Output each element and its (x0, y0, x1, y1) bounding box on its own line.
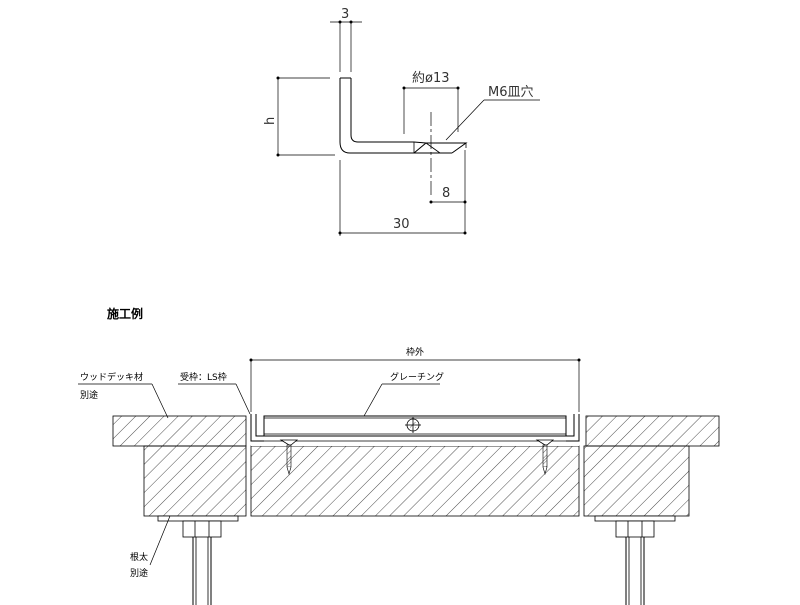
screw-right-icon (535, 439, 555, 476)
joist-center (250, 445, 580, 517)
ls-frame-left (250, 414, 264, 442)
wood-deck-label: ウッドデッキ材 (80, 371, 143, 383)
support-bolt-left (157, 515, 239, 605)
l-profile (339, 77, 468, 154)
receiving-frame-label: 受枠：LS枠 (180, 371, 227, 383)
joist-left (143, 445, 247, 517)
thickness-label: 3 (341, 7, 349, 22)
width-dimension: 30 (338, 160, 467, 236)
wood-deck-right (585, 415, 720, 447)
ls-frame-right (566, 414, 580, 442)
hole-diameter-label: 約ø13 (412, 71, 450, 86)
section-title: 施工例 (107, 306, 143, 321)
height-label: h (263, 117, 278, 125)
hole-type-callout: M6皿穴 (445, 85, 540, 141)
width-label: 30 (393, 217, 410, 232)
wood-deck-callout: ウッドデッキ材 別途 (78, 371, 169, 419)
wood-deck-note: 別途 (80, 389, 98, 401)
grating-callout: グレーチング (363, 371, 444, 417)
joist-note: 別途 (130, 567, 148, 579)
joist-label: 根太 (130, 551, 148, 563)
hole-dimension: 約ø13 (402, 71, 460, 134)
grating-label: グレーチング (390, 371, 444, 383)
construction-section: 枠外 ウッドデッキ材 別途 受枠：LS枠 グレーチング 根太 別途 (78, 346, 720, 605)
wood-deck-left (112, 415, 247, 447)
offset-label: 8 (442, 186, 450, 201)
screw-left-icon (279, 439, 299, 476)
joist-callout: 根太 別途 (130, 515, 171, 579)
joist-right (583, 445, 690, 517)
hole-type-label: M6皿穴 (488, 85, 534, 100)
frame-outer-dimension: 枠外 (249, 346, 581, 412)
frame-outer-label: 枠外 (406, 346, 424, 358)
grating (263, 415, 567, 442)
profile-detail: 3 h 約ø13 (263, 7, 540, 236)
offset-dimension: 8 (429, 150, 467, 233)
receiving-frame-callout: 受枠：LS枠 (178, 371, 251, 415)
support-bolt-right (594, 515, 676, 605)
height-dimension: h (263, 76, 335, 157)
thickness-dimension: 3 (330, 7, 362, 72)
